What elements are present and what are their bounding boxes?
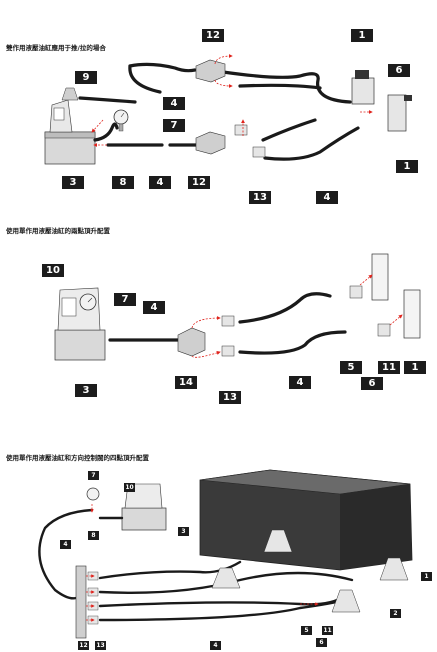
- hoses-section-3: [38, 508, 354, 622]
- label-8-s3: 8: [88, 531, 99, 540]
- flow-arrows-3: [86, 504, 319, 622]
- label-4-s1c: 4: [316, 191, 338, 204]
- pump-unit-2: [54, 287, 106, 361]
- valve-manifold-3: [75, 565, 99, 639]
- label-12-s1a: 12: [202, 29, 224, 42]
- label-5-s3: 5: [301, 626, 312, 635]
- label-12-s3: 12: [78, 641, 89, 650]
- label-11-s2: 11: [378, 361, 400, 374]
- label-4-s3a: 4: [60, 540, 71, 549]
- label-1-s1a: 1: [351, 29, 373, 42]
- pressure-gauge-1: [113, 109, 129, 132]
- label-3-s1: 3: [62, 176, 84, 189]
- label-2-s3: 2: [390, 609, 401, 618]
- label-7-s2: 7: [114, 293, 136, 306]
- label-14-s2: 14: [175, 376, 197, 389]
- label-6-s1: 6: [388, 64, 410, 77]
- manifold-block-2: [177, 315, 235, 357]
- label-10-s3: 10: [124, 483, 135, 492]
- label-4-s2a: 4: [143, 301, 165, 314]
- label-5-s2: 5: [340, 361, 362, 374]
- label-6-s2: 6: [361, 377, 383, 390]
- label-1-s1b: 1: [396, 160, 418, 173]
- flow-arrows-1: [91, 54, 373, 147]
- jack-cylinders-3: [211, 529, 409, 613]
- label-3-s2: 3: [75, 384, 97, 397]
- section-3-title: 使用單作用液壓油缸和方向控制閥的四點頂升配置: [6, 454, 149, 462]
- label-9-s1: 9: [75, 71, 97, 84]
- label-1-s2: 1: [404, 361, 426, 374]
- label-4-s2b: 4: [289, 376, 311, 389]
- label-11-s3: 11: [322, 626, 333, 635]
- label-8-s1: 8: [112, 176, 134, 189]
- hoses-section-1: [78, 62, 360, 161]
- label-7-s1: 7: [163, 119, 185, 132]
- label-12-s1b: 12: [188, 176, 210, 189]
- label-13-s1: 13: [249, 191, 271, 204]
- manifold-block-1: [195, 59, 226, 155]
- label-6-s3: 6: [316, 638, 327, 647]
- section-1-title: 雙作用液壓油缸應用于推/拉的場合: [6, 44, 106, 52]
- label-4-s1a: 4: [163, 97, 185, 110]
- pump-unit-1: [44, 87, 96, 165]
- label-4-s3b: 4: [210, 641, 221, 650]
- section-2-title: 使用單作用液壓油缸的兩點頂升配置: [6, 227, 110, 235]
- label-4-s1b: 4: [149, 176, 171, 189]
- hoses-section-2: [108, 292, 347, 355]
- label-13-s2: 13: [219, 391, 241, 404]
- concrete-slab: [199, 469, 413, 571]
- cylinder-1: [234, 70, 412, 158]
- label-3-s3: 3: [178, 527, 189, 536]
- label-13-s3: 13: [95, 641, 106, 650]
- label-10-s2: 10: [42, 264, 64, 277]
- label-1-s3: 1: [421, 572, 432, 581]
- flow-arrows-2: [191, 274, 403, 358]
- label-7-s3: 7: [88, 471, 99, 480]
- cylinders-2: [349, 253, 421, 339]
